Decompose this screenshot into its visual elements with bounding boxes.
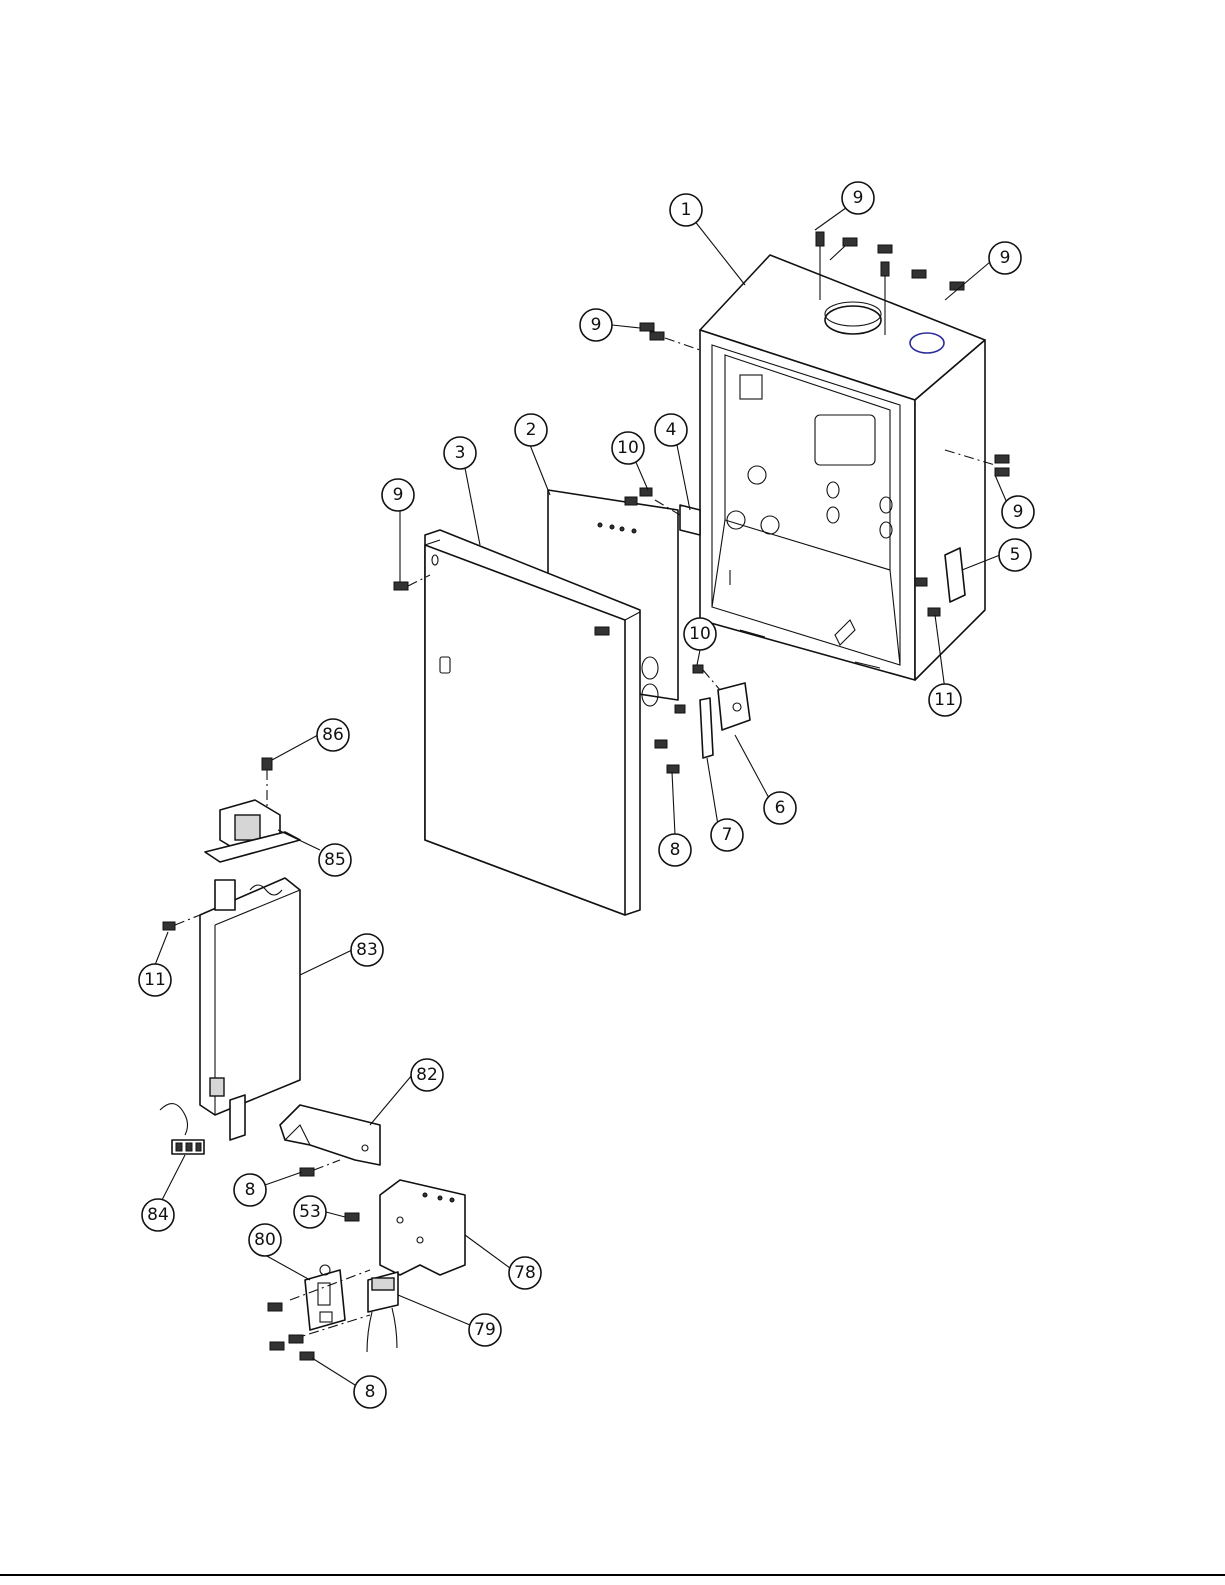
- callout-9-left-label: 9: [591, 315, 602, 335]
- ignition-bracket-78: [345, 1180, 465, 1275]
- callout-9-door: 9: [382, 479, 414, 511]
- callout-6: 6: [764, 792, 796, 824]
- mounting-bracket-82: [280, 1105, 380, 1176]
- callout-2: 2: [515, 414, 547, 446]
- relay-module-80: [268, 1265, 370, 1360]
- callout-9-door-label: 9: [393, 485, 404, 505]
- callout-8-bracket-label: 8: [245, 1180, 256, 1200]
- callout-10-top: 10: [612, 432, 644, 464]
- connector-84: [160, 1104, 204, 1154]
- callout-86-label: 86: [322, 725, 344, 745]
- callout-7: 7: [711, 819, 743, 851]
- callout-11-cabinet: 11: [929, 684, 961, 716]
- callout-83-label: 83: [356, 940, 378, 960]
- callout-78-label: 78: [514, 1263, 536, 1283]
- callout-9-top-right-label: 9: [1000, 248, 1011, 268]
- callout-84-label: 84: [147, 1205, 169, 1225]
- footer-rule: [0, 1574, 1225, 1576]
- callout-82: 82: [411, 1059, 443, 1091]
- callout-79: 79: [469, 1314, 501, 1346]
- spark-igniter-79: [367, 1272, 398, 1352]
- callout-80: 80: [249, 1224, 281, 1256]
- callout-9-right-label: 9: [1013, 502, 1024, 522]
- callout-11-board: 11: [139, 964, 171, 996]
- cabinet-housing: [700, 255, 985, 680]
- callout-8-hinge: 8: [659, 834, 691, 866]
- callout-79-label: 79: [474, 1320, 496, 1340]
- transformer: [205, 758, 300, 862]
- callout-78: 78: [509, 1257, 541, 1289]
- callout-8-hinge-label: 8: [670, 840, 681, 860]
- callout-9-top-label: 9: [853, 188, 864, 208]
- callout-9-top: 9: [842, 182, 874, 214]
- callout-11-board-label: 11: [144, 970, 166, 990]
- control-board: [163, 878, 300, 1140]
- callout-80-label: 80: [254, 1230, 276, 1250]
- callout-85: 85: [319, 844, 351, 876]
- callout-9-left: 9: [580, 309, 612, 341]
- callout-85-label: 85: [324, 850, 346, 870]
- callout-4: 4: [655, 414, 687, 446]
- callout-4-label: 4: [666, 420, 677, 440]
- callout-7-label: 7: [722, 825, 733, 845]
- callout-8-relay-label: 8: [365, 1382, 376, 1402]
- callout-9-top-right: 9: [989, 242, 1021, 274]
- callout-84: 84: [142, 1199, 174, 1231]
- callout-83: 83: [351, 934, 383, 966]
- callout-6-label: 6: [775, 798, 786, 818]
- callout-1: 1: [670, 194, 702, 226]
- callout-10-bottom: 10: [684, 618, 716, 650]
- callout-53: 53: [294, 1196, 326, 1228]
- callout-3: 3: [444, 437, 476, 469]
- callout-86: 86: [317, 719, 349, 751]
- callout-8-relay: 8: [354, 1376, 386, 1408]
- callout-82-label: 82: [416, 1065, 438, 1085]
- callout-3-label: 3: [455, 443, 466, 463]
- callout-9-right: 9: [1002, 496, 1034, 528]
- callout-11-cabinet-label: 11: [934, 690, 956, 710]
- callout-10-top-label: 10: [617, 438, 639, 458]
- callout-53-label: 53: [299, 1202, 321, 1222]
- callout-5-label: 5: [1010, 545, 1021, 565]
- callout-8-bracket: 8: [234, 1174, 266, 1206]
- callout-5: 5: [999, 539, 1031, 571]
- callout-2-label: 2: [526, 420, 537, 440]
- callout-1-label: 1: [681, 200, 692, 220]
- callout-10-bottom-label: 10: [689, 624, 711, 644]
